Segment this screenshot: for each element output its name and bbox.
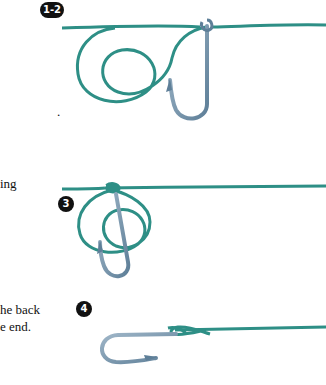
- cut-text: he back: [0, 302, 40, 317]
- cut-text: ing: [0, 176, 17, 191]
- step-one-two-figure: [62, 20, 326, 119]
- step-number: 3: [58, 196, 74, 212]
- step-number: 1-2: [40, 2, 64, 18]
- step-number: 4: [76, 301, 92, 317]
- step-four-figure: [102, 327, 326, 362]
- cut-text: .: [57, 104, 60, 119]
- step-three-figure: [62, 183, 326, 276]
- cut-text: e end.: [0, 319, 31, 334]
